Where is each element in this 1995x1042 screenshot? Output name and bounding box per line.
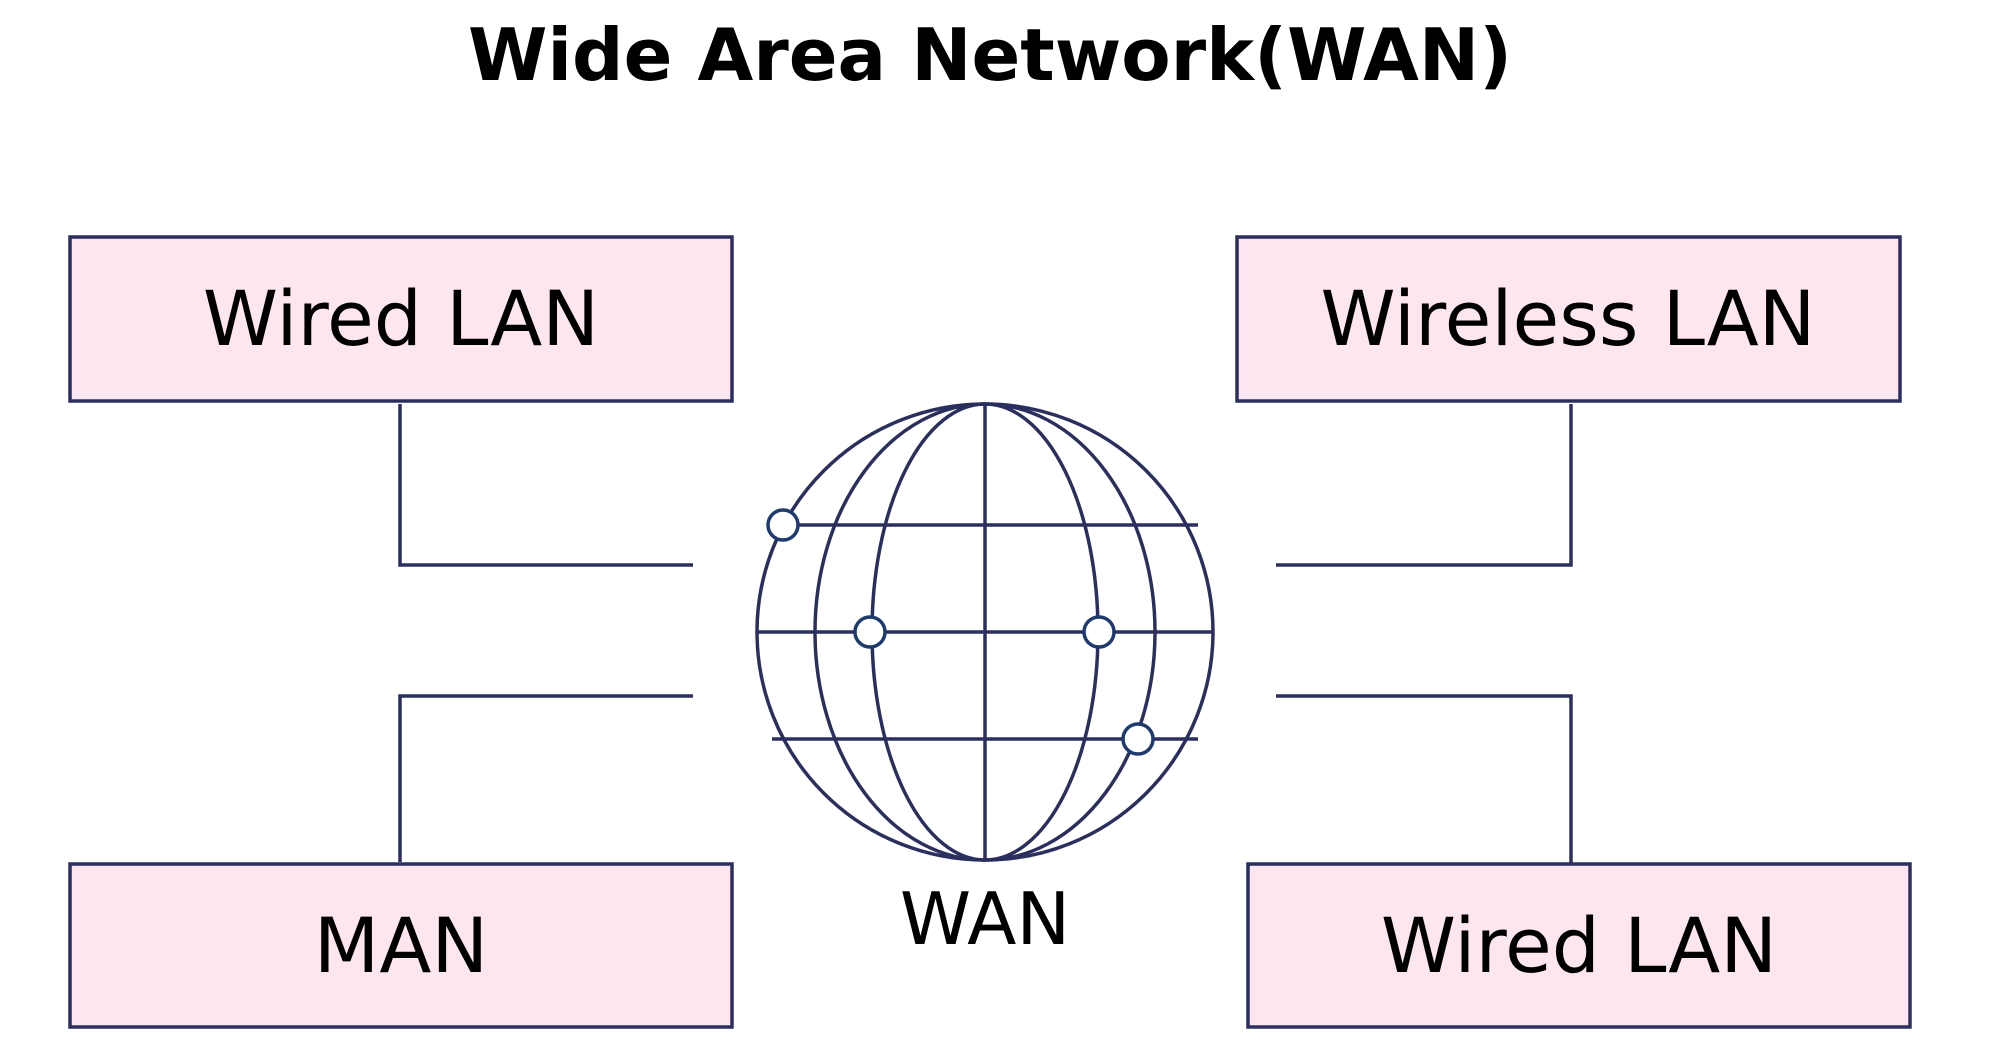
globe-node [766, 508, 800, 542]
box-top-right-label: Wireless LAN [1320, 274, 1815, 363]
box-bottom-right: Wired LAN [1246, 862, 1912, 1029]
globe-node [1082, 615, 1116, 649]
globe-icon [755, 402, 1215, 862]
box-top-right: Wireless LAN [1235, 235, 1902, 403]
connector-top-right [1276, 404, 1573, 567]
box-bottom-right-label: Wired LAN [1381, 901, 1777, 990]
box-top-left: Wired LAN [68, 235, 734, 403]
connector-bottom-left [398, 694, 693, 862]
box-top-left-label: Wired LAN [203, 274, 599, 363]
box-bottom-left-label: MAN [314, 901, 488, 990]
globe-node [853, 615, 887, 649]
page-title: Wide Area Network(WAN) [468, 13, 1512, 97]
box-bottom-left: MAN [68, 862, 734, 1029]
wan-label: WAN [900, 877, 1070, 961]
box-bottom-left-frame [68, 862, 734, 1029]
box-top-left-frame [68, 235, 734, 403]
connector-top-left [398, 404, 693, 567]
box-bottom-right-frame [1246, 862, 1912, 1029]
connector-bottom-right [1276, 694, 1573, 864]
box-top-right-frame [1235, 235, 1902, 403]
globe-node [1121, 722, 1155, 756]
connectors [398, 404, 1573, 864]
